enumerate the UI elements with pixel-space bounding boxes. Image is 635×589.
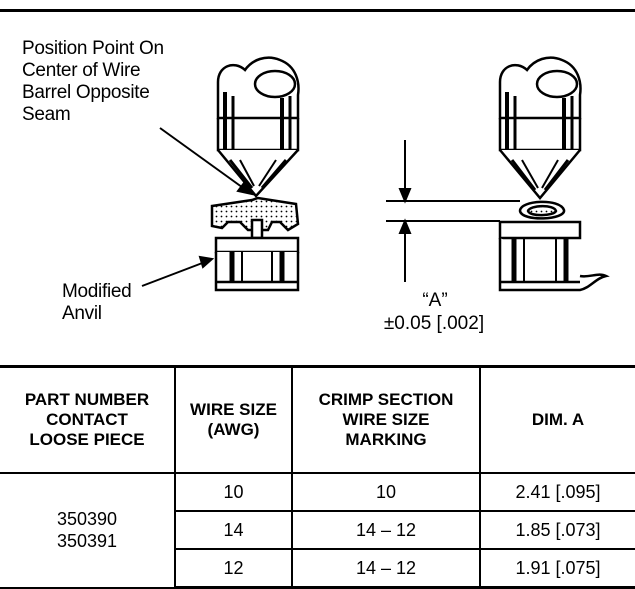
header-crimp-section: CRIMP SECTION WIRE SIZE MARKING: [291, 365, 481, 474]
header-line: WIRE SIZE: [342, 410, 430, 429]
callout-line: Modified: [62, 281, 132, 302]
part-number-cell: 350390 350391: [0, 472, 176, 589]
header-line: CONTACT: [46, 410, 128, 429]
crimp-measurement-diagram: [141, 56, 610, 292]
header-wire-size: WIRE SIZE (AWG): [174, 365, 293, 474]
header-line: LOOSE PIECE: [29, 430, 145, 449]
top-rule: [0, 9, 635, 12]
callout-line: Barrel Opposite: [22, 82, 150, 103]
header-line: WIRE SIZE: [190, 400, 277, 419]
header-part-number: PART NUMBER CONTACT LOOSE PIECE: [0, 365, 176, 474]
callout-line: Center of Wire: [22, 60, 141, 81]
wire-size-cell: 14: [175, 510, 293, 550]
dimension-marker: [386, 140, 520, 282]
position-point-callout: Position Point On Center of Wire Barrel …: [22, 38, 222, 126]
callout-arrows: [141, 127, 255, 287]
wire-size-cell: 12: [175, 548, 293, 589]
right-anvil: [498, 220, 610, 292]
table-row: 12 14 – 12 1.91 [.075]: [0, 548, 635, 589]
wire-size-cell: 10: [174, 472, 293, 512]
marking-cell: 14 – 12: [291, 510, 481, 550]
callout-line: Anvil: [62, 303, 102, 324]
marking-cell: 10: [291, 472, 481, 512]
dimension-label: “A”: [422, 290, 448, 311]
callout-line: Seam: [22, 104, 71, 125]
left-spindle: [216, 56, 300, 198]
part-number: 350391: [56, 531, 118, 552]
header-line: (AWG): [207, 420, 260, 439]
left-contact: [210, 196, 300, 240]
table-row: 350390 350391 10 10 2.41 [.095]: [0, 472, 635, 589]
callout-line: Position Point On: [22, 38, 164, 59]
dim-a-cell: 1.91 [.075]: [479, 548, 635, 589]
header-line: CRIMP SECTION: [318, 390, 454, 409]
dim-a-cell: 2.41 [.095]: [479, 472, 635, 512]
dim-a-cell: 1.85 [.073]: [479, 510, 635, 550]
left-anvil: [214, 236, 300, 292]
table-row: 14 14 – 12 1.85 [.073]: [0, 510, 635, 550]
modified-anvil-callout: Modified Anvil: [62, 281, 182, 325]
right-spindle: [498, 56, 582, 200]
header-line: MARKING: [345, 430, 427, 449]
header-line: PART NUMBER: [24, 390, 150, 409]
right-crimp-section: [518, 200, 566, 220]
header-line: DIM. A: [531, 410, 585, 429]
header-dim-a: DIM. A: [479, 365, 635, 474]
table-header-row: PART NUMBER CONTACT LOOSE PIECE WIRE SIZ…: [0, 365, 635, 474]
dimension-tolerance: ±0.05 [.002]: [383, 313, 485, 334]
crimp-spec-table: PART NUMBER CONTACT LOOSE PIECE WIRE SIZ…: [0, 365, 635, 589]
marking-cell: 14 – 12: [291, 548, 481, 589]
part-number: 350390: [56, 509, 118, 530]
